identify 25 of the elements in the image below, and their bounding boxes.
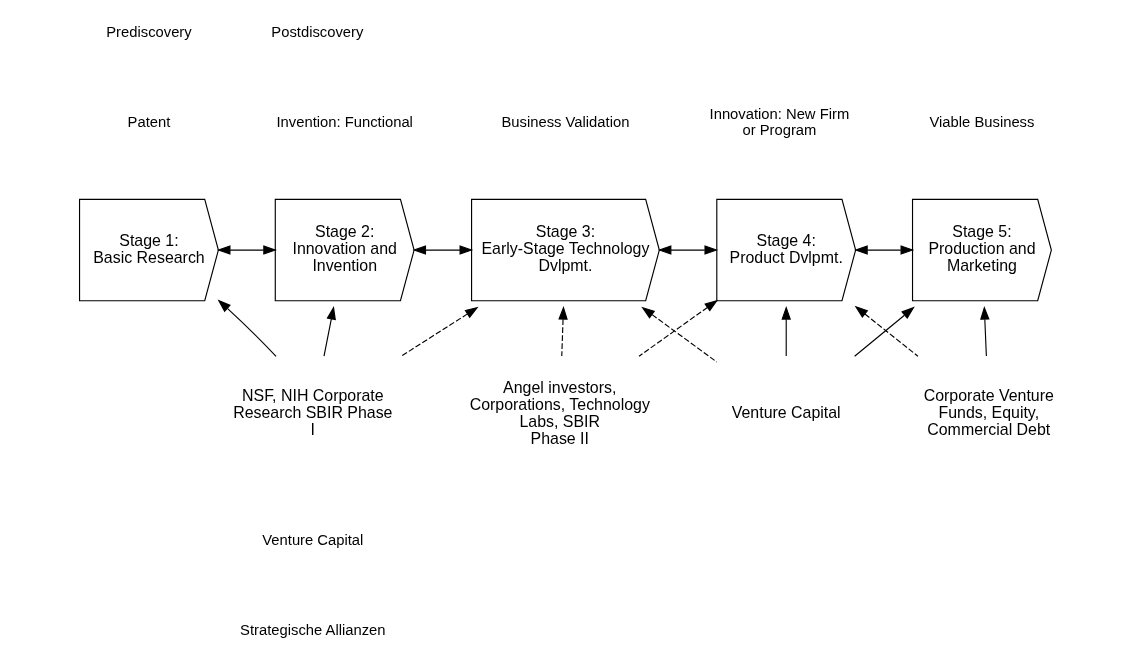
node-text: Venture Capital bbox=[731, 404, 841, 422]
label: Viable Business bbox=[928, 114, 1034, 131]
label: Prediscovery bbox=[105, 24, 192, 41]
arrow bbox=[637, 299, 718, 357]
arrow bbox=[557, 306, 568, 357]
label: Postdiscovery bbox=[270, 24, 363, 41]
arrow bbox=[780, 306, 791, 357]
arrow bbox=[322, 306, 336, 357]
arrow bbox=[640, 306, 717, 363]
arrow bbox=[217, 299, 277, 357]
node-text: NSF, NIH Corporate Research SBIR Phase I bbox=[232, 387, 392, 439]
arrow bbox=[216, 245, 277, 255]
node-text: Angel investors, Corporations, Technology Labs, SBIR Phase II bbox=[469, 378, 650, 447]
label: Business Validation bbox=[501, 114, 629, 131]
arrow bbox=[400, 306, 479, 357]
node-text: Corporate Venture Funds, Equity, Commercial Debt bbox=[923, 387, 1054, 439]
label: Strategische Allianzen bbox=[239, 621, 386, 638]
arrow bbox=[411, 245, 473, 255]
arrow bbox=[979, 306, 990, 357]
arrow bbox=[657, 245, 718, 255]
label: Venture Capital bbox=[261, 531, 363, 548]
label: Invention: Functional bbox=[275, 114, 413, 131]
arrow bbox=[853, 245, 914, 255]
label: Innovation: New Firm or Program bbox=[709, 106, 849, 139]
label: Patent bbox=[127, 114, 170, 131]
